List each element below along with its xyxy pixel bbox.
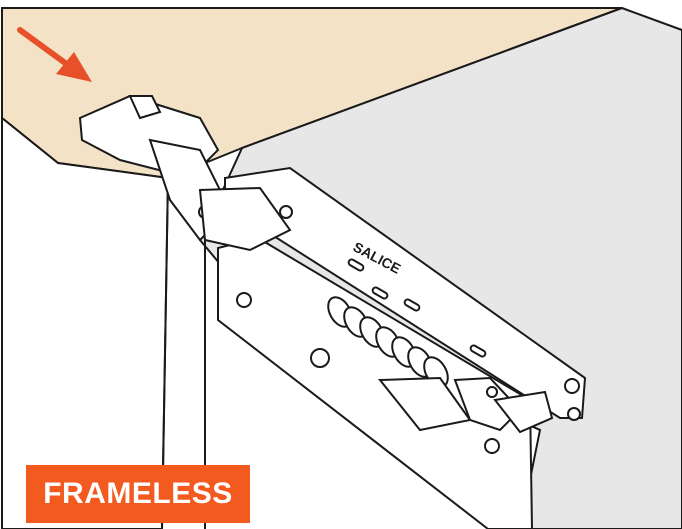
plate-screw-hole — [484, 438, 500, 454]
arrow-down-right-icon — [17, 27, 92, 82]
plate-screw-hole — [236, 292, 252, 308]
hinge-cup — [78, 94, 293, 252]
frameless-badge: FRAMELESS — [26, 465, 250, 523]
rail-slots — [347, 258, 581, 421]
spring-coil — [327, 296, 449, 388]
plate-screw-hole — [310, 348, 330, 368]
lower-linkage — [377, 376, 554, 434]
